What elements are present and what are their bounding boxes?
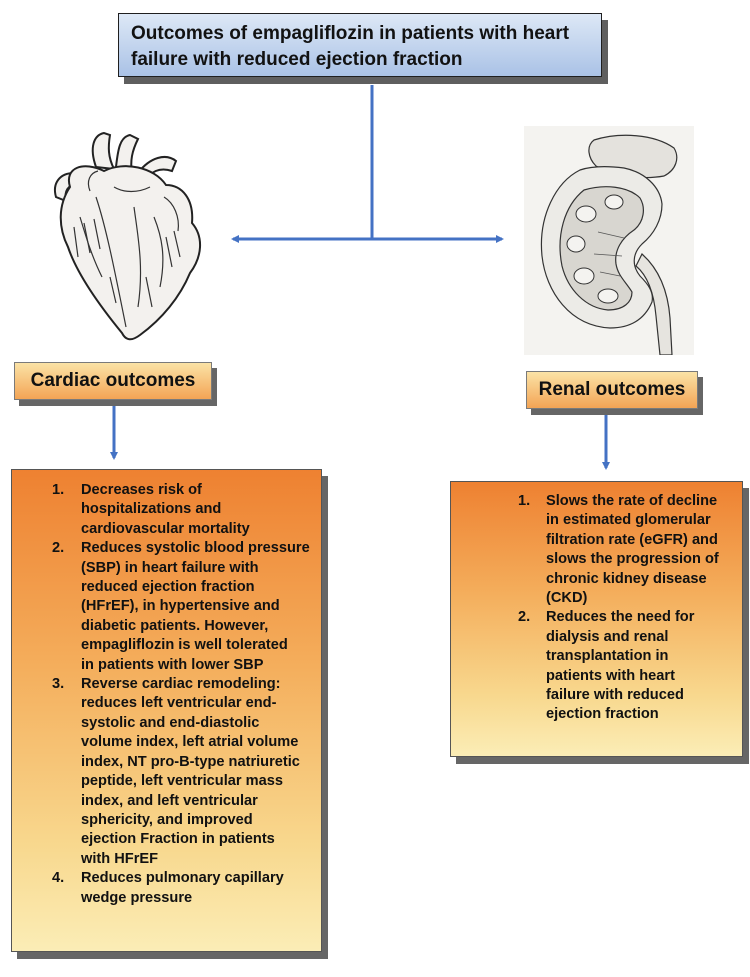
- title-line-2: failure with reduced ejection fraction: [131, 49, 463, 70]
- list-item-line: transplantation in: [546, 648, 669, 665]
- list-item-line: dialysis and renal: [546, 628, 669, 645]
- list-item-line: ejection fraction: [546, 706, 659, 723]
- list-item-line: index, NT pro-B-type natriuretic: [81, 753, 300, 770]
- title-line-1: Outcomes of empagliflozin in patients wi…: [131, 23, 570, 44]
- renal-outcomes-panel: 1. Slows the rate of decline in estimate…: [450, 481, 743, 757]
- cardiac-outcomes-heading: Cardiac outcomes: [14, 362, 212, 400]
- list-item-line: patients with heart: [546, 667, 675, 684]
- list-item-line: reduces left ventricular end-: [81, 695, 277, 712]
- list-item: 4. Reduces pulmonary capillary wedge pre…: [12, 869, 315, 908]
- list-item-line: Reduces pulmonary capillary: [81, 870, 284, 887]
- list-item-line: Slows the rate of decline: [546, 493, 718, 509]
- list-item-line: failure with reduced: [546, 687, 684, 704]
- list-item-line: Reduces the need for: [546, 609, 695, 626]
- list-item: 2. Reduces systolic blood pressure (SBP)…: [12, 539, 315, 675]
- list-item-line: hospitalizations and: [81, 501, 222, 518]
- list-item-line: systolic and end-diastolic: [81, 714, 260, 731]
- list-item-line: with HFrEF: [81, 850, 159, 867]
- kidney-icon: [524, 126, 694, 355]
- list-item-line: reduced ejection fraction: [81, 579, 255, 596]
- heart-icon: [54, 131, 201, 341]
- list-item-line: empagliflozin is well tolerated: [81, 637, 288, 654]
- list-item: 1. Decreases risk of hospitalizations an…: [12, 481, 315, 539]
- diagram-title: Outcomes of empagliflozin in patients wi…: [118, 13, 602, 77]
- list-item-line: (HFrEF), in hypertensive and: [81, 598, 280, 615]
- list-item-line: in patients with lower SBP: [81, 656, 264, 673]
- list-item-number: 2.: [52, 540, 65, 557]
- cardiac-outcomes-label: Cardiac outcomes: [30, 370, 196, 391]
- list-item-line: Reduces systolic blood pressure: [81, 540, 310, 557]
- renal-outcomes-label: Renal outcomes: [538, 379, 686, 400]
- list-item-number: 1.: [52, 482, 65, 498]
- list-item-line: index, and left ventricular: [81, 792, 258, 809]
- cardiac-outcomes-panel: 1. Decreases risk of hospitalizations an…: [11, 469, 322, 952]
- list-item-line: Decreases risk of: [81, 482, 202, 498]
- list-item-line: ejection Fraction in patients: [81, 831, 275, 848]
- list-item-number: 3.: [52, 676, 65, 693]
- list-item-line: peptide, left ventricular mass: [81, 773, 283, 790]
- renal-outcomes-list: 1. Slows the rate of decline in estimate…: [451, 492, 738, 725]
- list-item-line: volume index, left atrial volume: [81, 734, 299, 751]
- list-item-line: diabetic patients. However,: [81, 617, 269, 634]
- list-item-number: 2.: [518, 609, 531, 626]
- list-item-line: (SBP) in heart failure with: [81, 559, 259, 576]
- list-item-line: slows the progression of: [546, 551, 719, 568]
- list-item-line: Reverse cardiac remodeling:: [81, 676, 281, 693]
- list-item-line: sphericity, and improved: [81, 811, 253, 828]
- list-item-line: cardiovascular mortality: [81, 520, 250, 537]
- list-item-number: 1.: [518, 493, 531, 509]
- list-item-number: 4.: [52, 870, 65, 887]
- list-item-line: (CKD): [546, 590, 588, 607]
- list-item-line: in estimated glomerular: [546, 512, 711, 529]
- list-item-line: chronic kidney disease: [546, 570, 707, 587]
- renal-outcomes-heading: Renal outcomes: [526, 371, 698, 409]
- list-item: 2. Reduces the need for dialysis and ren…: [451, 608, 738, 724]
- list-item: 3. Reverse cardiac remodeling: reduces l…: [12, 675, 315, 869]
- list-item-line: filtration rate (eGFR) and: [546, 531, 718, 548]
- list-item-line: wedge pressure: [81, 889, 193, 906]
- list-item: 1. Slows the rate of decline in estimate…: [451, 492, 738, 608]
- cardiac-outcomes-list: 1. Decreases risk of hospitalizations an…: [12, 481, 315, 908]
